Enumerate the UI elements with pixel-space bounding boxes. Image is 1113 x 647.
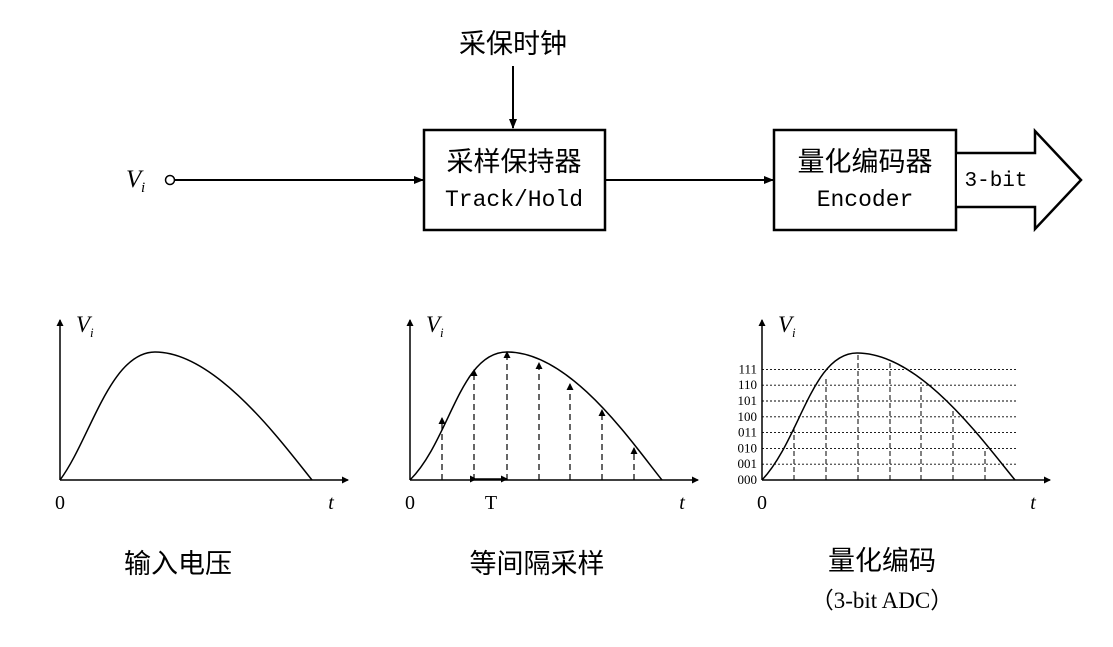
caption-quantize-sub: （3-bit ADC） [811, 588, 953, 613]
encoder-title-cn: 量化编码器 [798, 147, 933, 178]
svg-text:V: V [126, 166, 144, 193]
level-label: 011 [738, 425, 757, 440]
svg-text:V: V [426, 312, 443, 337]
caption-input: 输入电压 [124, 549, 232, 580]
track-hold-title-cn: 采样保持器 [447, 147, 582, 178]
x-axis-label: t [328, 492, 334, 514]
origin-label: 0 [757, 492, 767, 514]
svg-text:i: i [792, 325, 796, 340]
x-axis-label: t [679, 492, 685, 514]
track-hold-block [422, 128, 607, 232]
y-axis-label: V i [778, 312, 796, 340]
y-axis-label: V i [426, 312, 444, 340]
svg-text:V: V [76, 312, 93, 337]
graph-sampling: V i 0 t T 等间隔采样 [405, 312, 699, 580]
svg-text:i: i [440, 325, 444, 340]
input-label: V i [126, 166, 145, 196]
svg-text:i: i [141, 180, 145, 196]
output-bus-arrow [957, 127, 1083, 233]
encoder-title-en: Encoder [817, 187, 914, 213]
level-label: 010 [738, 440, 758, 455]
y-axis-label: V i [76, 312, 94, 340]
caption-sampling: 等间隔采样 [470, 549, 605, 580]
track-hold-title-en: Track/Hold [445, 187, 583, 213]
level-label: 101 [738, 393, 758, 408]
level-label: 111 [738, 361, 757, 376]
quantized-curve [761, 352, 1016, 481]
period-label: T [485, 492, 497, 514]
graph-input: V i 0 t 输入电压 [55, 312, 349, 580]
sampled-curve [409, 351, 663, 481]
x-axis-label: t [1030, 492, 1036, 514]
level-label: 110 [738, 377, 757, 392]
origin-label: 0 [405, 492, 415, 514]
svg-text:V: V [778, 312, 795, 337]
level-label: 000 [738, 472, 758, 487]
input-terminal [164, 174, 176, 186]
encoder-block [772, 128, 958, 232]
origin-label: 0 [55, 492, 65, 514]
svg-text:i: i [90, 325, 94, 340]
input-curve [59, 351, 313, 481]
output-label: 3-bit [964, 170, 1027, 193]
level-label: 001 [738, 456, 758, 471]
level-label: 100 [738, 409, 758, 424]
caption-quantize: 量化编码 [828, 546, 936, 577]
clock-label: 采保时钟 [459, 29, 567, 60]
